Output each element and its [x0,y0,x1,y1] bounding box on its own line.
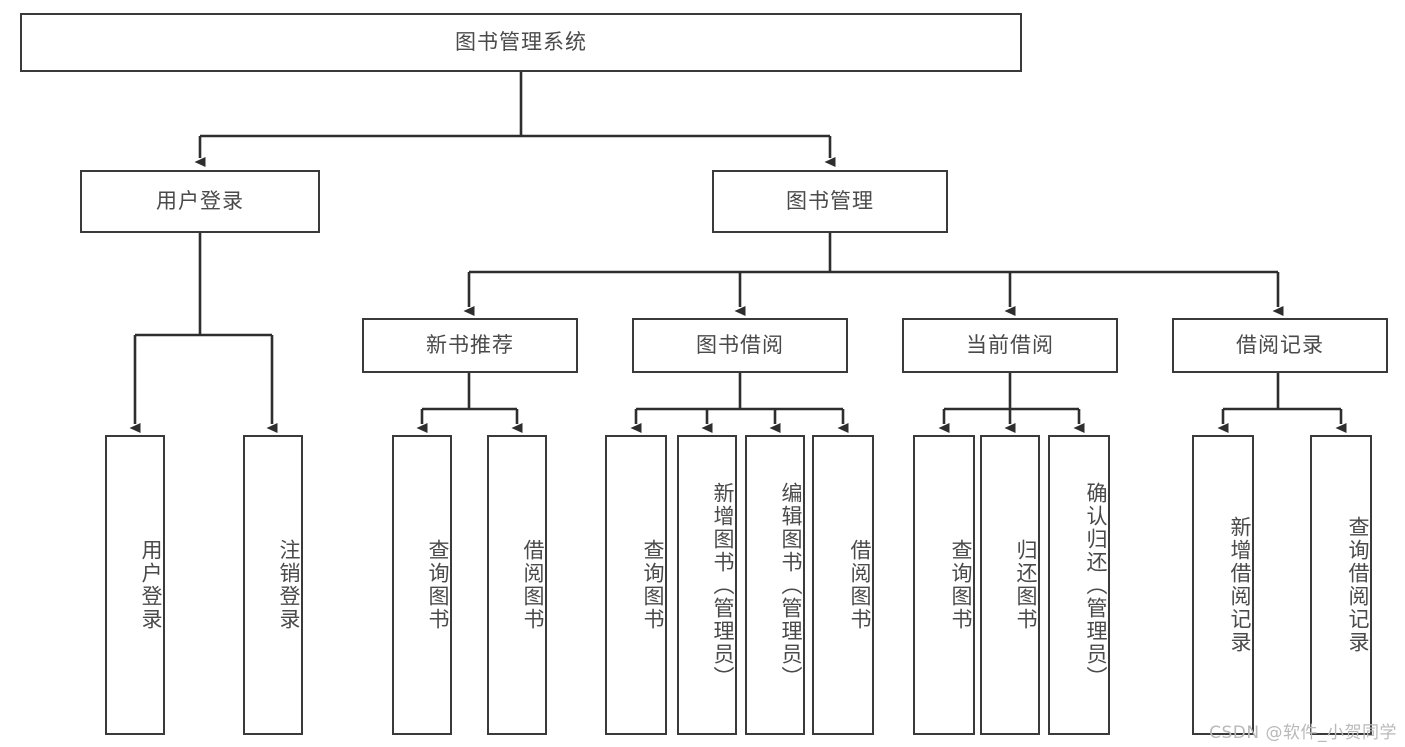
node-leaf-add-book[interactable]: 新增图书（管理员） [677,435,737,735]
node-label: 图书管理 [786,188,874,213]
node-label: 归还图书 [1014,539,1038,631]
node-leaf-query-book-1[interactable]: 查询图书 [392,435,452,735]
node-leaf-user-login[interactable]: 用户登录 [105,435,165,735]
node-leaf-borrow-book-1[interactable]: 借阅图书 [487,435,547,735]
node-label: 借阅图书 [848,539,872,631]
node-label: 新增图书（管理员） [711,481,735,689]
node-label: 当前借阅 [966,332,1054,357]
node-label: 用户登录 [156,188,244,213]
node-label: 查询图书 [641,539,665,631]
node-label: 新增借阅记录 [1228,516,1252,654]
node-label: 查询借阅记录 [1346,516,1370,654]
node-label: 查询图书 [949,539,973,631]
node-label: 借阅记录 [1236,332,1324,357]
node-new-book-recommend[interactable]: 新书推荐 [362,318,578,373]
node-leaf-user-logout[interactable]: 注销登录 [243,435,303,735]
node-leaf-query-book-3[interactable]: 查询图书 [913,435,975,735]
csdn-watermark: CSDN @软件_小贺同学 [1209,723,1397,743]
node-leaf-edit-book[interactable]: 编辑图书（管理员） [745,435,805,735]
node-label: 图书借阅 [696,332,784,357]
node-label: 注销登录 [277,539,301,631]
node-leaf-borrow-book-2[interactable]: 借阅图书 [812,435,874,735]
node-label: 编辑图书（管理员） [779,481,803,689]
node-label: 用户登录 [139,539,163,631]
node-root-book-management-system[interactable]: 图书管理系统 [20,13,1022,72]
node-label: 确认归还（管理员） [1084,481,1108,689]
node-label: 新书推荐 [426,332,514,357]
node-label: 图书管理系统 [455,29,587,54]
node-leaf-query-record[interactable]: 查询借阅记录 [1310,435,1372,735]
node-current-borrow[interactable]: 当前借阅 [902,318,1118,373]
node-borrow-record[interactable]: 借阅记录 [1172,318,1388,373]
node-label: 查询图书 [426,539,450,631]
node-book-manage[interactable]: 图书管理 [712,170,948,233]
node-book-borrow[interactable]: 图书借阅 [632,318,848,373]
node-leaf-query-book-2[interactable]: 查询图书 [605,435,667,735]
node-leaf-add-record[interactable]: 新增借阅记录 [1192,435,1254,735]
node-user-login[interactable]: 用户登录 [80,170,320,233]
node-leaf-confirm-return[interactable]: 确认归还（管理员） [1048,435,1110,735]
node-leaf-return-book[interactable]: 归还图书 [980,435,1040,735]
node-label: 借阅图书 [521,539,545,631]
